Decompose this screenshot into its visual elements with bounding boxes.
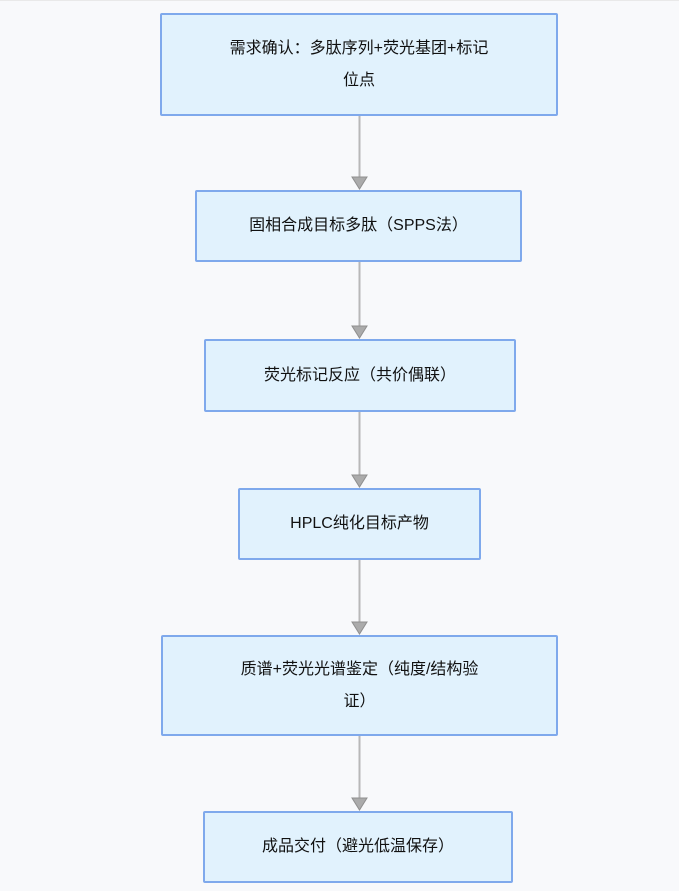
flow-node-qc-identification: 质谱+荧光光谱鉴定（纯度/结构验证） (161, 635, 558, 736)
flow-arrow-3 (351, 412, 368, 488)
flow-node-label: 固相合成目标多肽（SPPS法） (249, 217, 468, 234)
flow-node-labeling-reaction: 荧光标记反应（共价偶联） (204, 339, 516, 412)
flow-node-label: 荧光标记反应（共价偶联） (263, 366, 456, 384)
flow-arrow-4 (351, 560, 368, 635)
flow-node-label: 成品交付（避光低温保存） (261, 838, 454, 855)
flow-node-delivery: 成品交付（避光低温保存） (203, 811, 513, 883)
flow-node-label: 质谱+荧光光谱鉴定（纯度/结构验证） (240, 660, 479, 710)
flow-node-requirement-confirmation: 需求确认：多肽序列+荧光基团+标记位点 (160, 13, 558, 116)
flow-arrow-5 (351, 736, 368, 811)
flow-arrow-2 (351, 262, 368, 339)
flow-node-spps-synthesis: 固相合成目标多肽（SPPS法） (195, 190, 522, 262)
flow-node-hplc-purification: HPLC纯化目标产物 (238, 488, 481, 560)
flow-node-label: 需求确认：多肽序列+荧光基团+标记位点 (229, 39, 489, 89)
flow-node-label: HPLC纯化目标产物 (290, 515, 429, 532)
flow-arrow-1 (351, 116, 368, 190)
